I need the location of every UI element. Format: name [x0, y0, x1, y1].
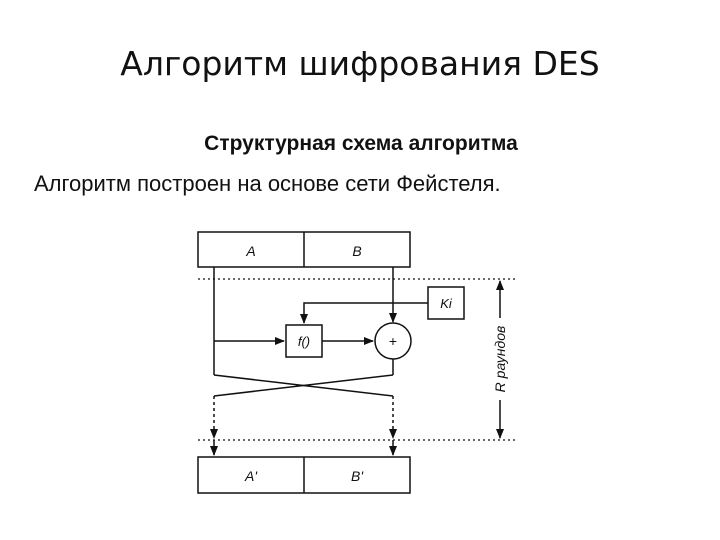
- xor-node: +: [374, 322, 412, 360]
- xor-symbol: +: [389, 333, 397, 349]
- label-b-prime: B': [351, 468, 364, 484]
- key-label: Ki: [440, 296, 453, 311]
- rounds-label: R раундов: [492, 326, 508, 393]
- rounds-dimension: R раундов: [492, 280, 508, 439]
- arrow-key-to-f: [300, 302, 428, 324]
- label-b: B: [352, 243, 361, 259]
- slide-description: Алгоритм построен на основе сети Фейстел…: [34, 171, 501, 196]
- function-box: f(): [285, 324, 323, 358]
- cross-line-2: [213, 374, 394, 397]
- key-box: Ki: [427, 286, 465, 320]
- label-a-prime: A': [244, 468, 258, 484]
- subtitle-text: Структурная схема алгоритма: [204, 132, 518, 155]
- top-block: A B: [197, 231, 411, 268]
- slide-subtitle: Структурная схема алгоритма: [0, 132, 720, 156]
- function-label: f(): [298, 334, 310, 349]
- label-a: A: [245, 243, 255, 259]
- bottom-block: A' B': [197, 456, 411, 494]
- slide-title: Алгоритм шифрования DES: [120, 44, 600, 83]
